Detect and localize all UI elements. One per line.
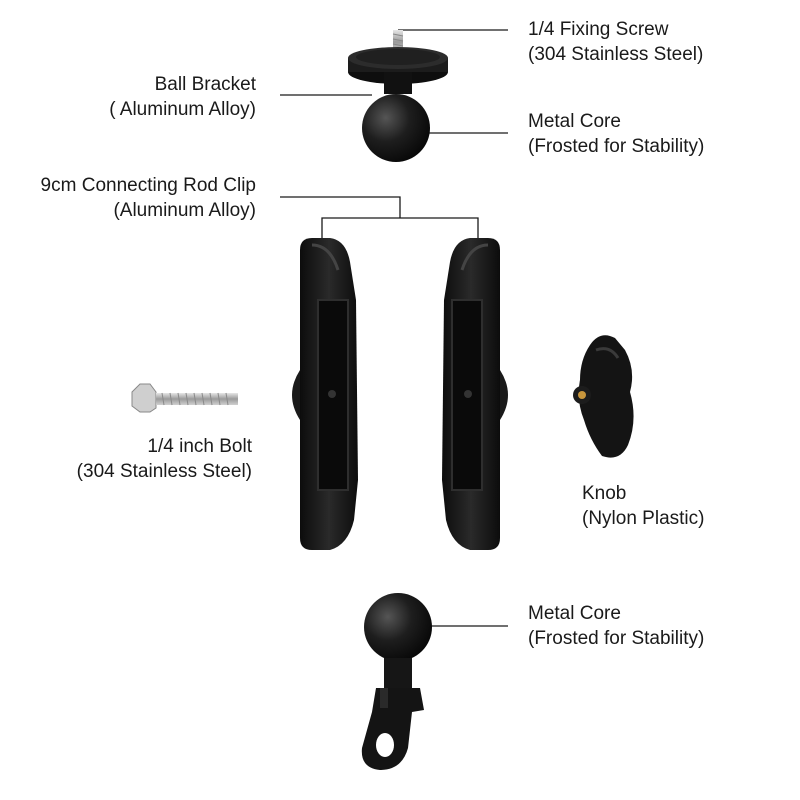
screw-mount-icon	[348, 30, 448, 94]
label-bolt-title: 1/4 inch Bolt	[147, 436, 252, 457]
label-rod-clip: 9cm Connecting Rod Clip (Aluminum Alloy)	[41, 173, 256, 223]
ball-bracket-icon	[362, 94, 430, 162]
label-bolt: 1/4 inch Bolt (304 Stainless Steel)	[77, 434, 252, 484]
rod-clip-icon	[292, 238, 358, 550]
label-ball-bracket-material: ( Aluminum Alloy)	[109, 99, 256, 120]
label-metal-core-top: Metal Core (Frosted for Stability)	[528, 109, 704, 159]
label-bolt-material: (304 Stainless Steel)	[76, 461, 252, 482]
label-rod-clip-title: 9cm Connecting Rod Clip	[40, 175, 256, 196]
label-knob-material: (Nylon Plastic)	[582, 508, 705, 529]
label-fixing-screw-material: (304 Stainless Steel)	[528, 44, 704, 65]
label-metal-core-bottom: Metal Core (Frosted for Stability)	[528, 601, 704, 651]
label-metal-core-top-note: (Frosted for Stability)	[528, 136, 705, 157]
label-fixing-screw-title: 1/4 Fixing Screw	[528, 19, 669, 40]
ball-base-icon	[361, 593, 432, 770]
label-metal-core-bottom-note: (Frosted for Stability)	[528, 628, 705, 649]
label-metal-core-bottom-title: Metal Core	[528, 603, 621, 624]
label-fixing-screw: 1/4 Fixing Screw (304 Stainless Steel)	[528, 17, 703, 67]
label-ball-bracket: Ball Bracket ( Aluminum Alloy)	[109, 72, 256, 122]
label-ball-bracket-title: Ball Bracket	[154, 74, 256, 95]
rod-clip-icon	[442, 238, 508, 550]
label-knob-title: Knob	[582, 483, 627, 504]
leader-rod-clip	[280, 196, 401, 218]
label-rod-clip-material: (Aluminum Alloy)	[113, 200, 256, 221]
label-knob: Knob (Nylon Plastic)	[582, 481, 704, 531]
knob-icon	[573, 335, 634, 458]
label-metal-core-top-title: Metal Core	[528, 111, 621, 132]
bolt-icon	[131, 383, 238, 413]
leader-rod-clip-bracket	[321, 217, 479, 242]
